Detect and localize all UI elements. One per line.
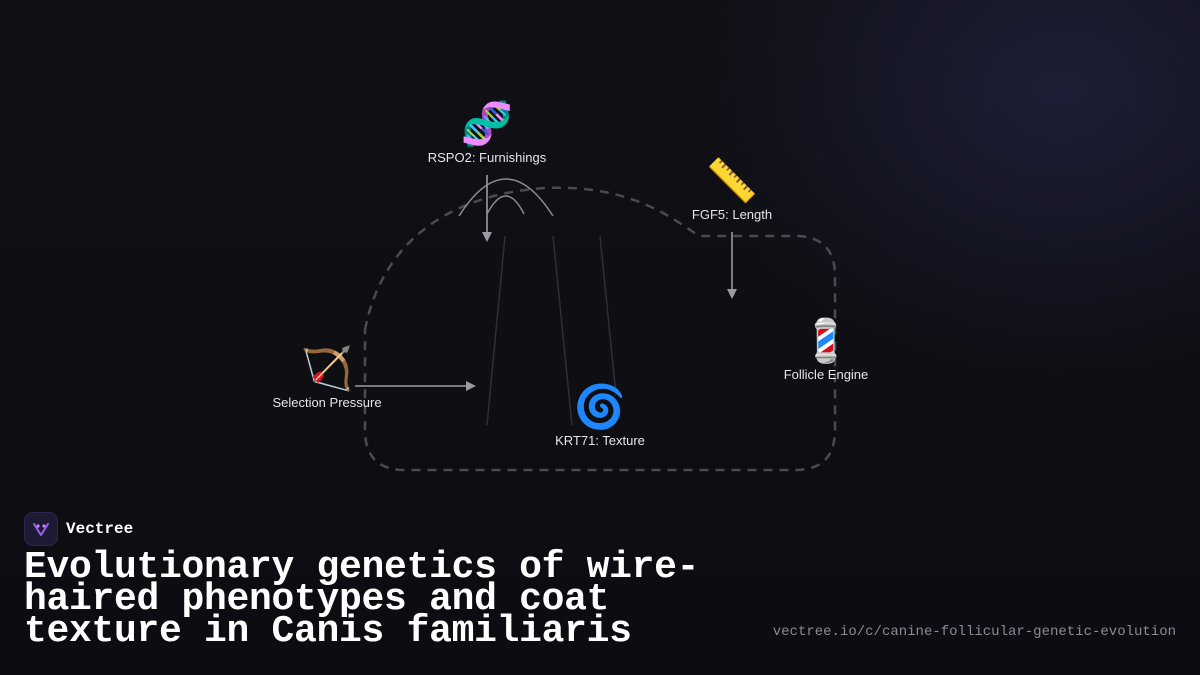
node-label-selection-pressure: Selection Pressure bbox=[272, 395, 382, 410]
node-label-fgf5: FGF5: Length bbox=[691, 207, 773, 222]
node-fgf5: 📏 FGF5: Length bbox=[691, 156, 773, 223]
ruler-icon: 📏 bbox=[705, 156, 759, 205]
node-follicle-engine: 💈 Follicle Engine bbox=[783, 316, 869, 383]
node-label-krt71: KRT71: Texture bbox=[555, 433, 645, 448]
bow-and-arrow-icon: 🏹 bbox=[300, 344, 354, 393]
barber-pole-icon: 💈 bbox=[799, 316, 853, 365]
cyclone-icon: 🌀 bbox=[573, 382, 627, 431]
page-title: Evolutionary genetics of wire-haired phe… bbox=[24, 546, 700, 653]
inner-arch bbox=[486, 195, 525, 215]
brand[interactable]: Vectree bbox=[24, 512, 133, 546]
node-selection-pressure: 🏹 Selection Pressure bbox=[272, 344, 382, 411]
node-label-follicle-engine: Follicle Engine bbox=[783, 367, 869, 382]
node-label-rspo2: RSPO2: Furnishings bbox=[427, 150, 547, 165]
source-url[interactable]: vectree.io/c/canine-follicular-genetic-e… bbox=[772, 624, 1176, 640]
vectree-logo-icon bbox=[24, 512, 58, 546]
outer-arch bbox=[458, 178, 554, 217]
hair-strand bbox=[486, 235, 506, 426]
dna-icon: 🧬 bbox=[460, 99, 514, 148]
hair-strand bbox=[552, 235, 573, 426]
brand-name: Vectree bbox=[66, 520, 134, 538]
node-rspo2: 🧬 RSPO2: Furnishings bbox=[427, 99, 547, 166]
hair-strand bbox=[599, 235, 617, 396]
follicle-outline bbox=[363, 186, 837, 472]
node-krt71: 🌀 KRT71: Texture bbox=[555, 382, 645, 449]
